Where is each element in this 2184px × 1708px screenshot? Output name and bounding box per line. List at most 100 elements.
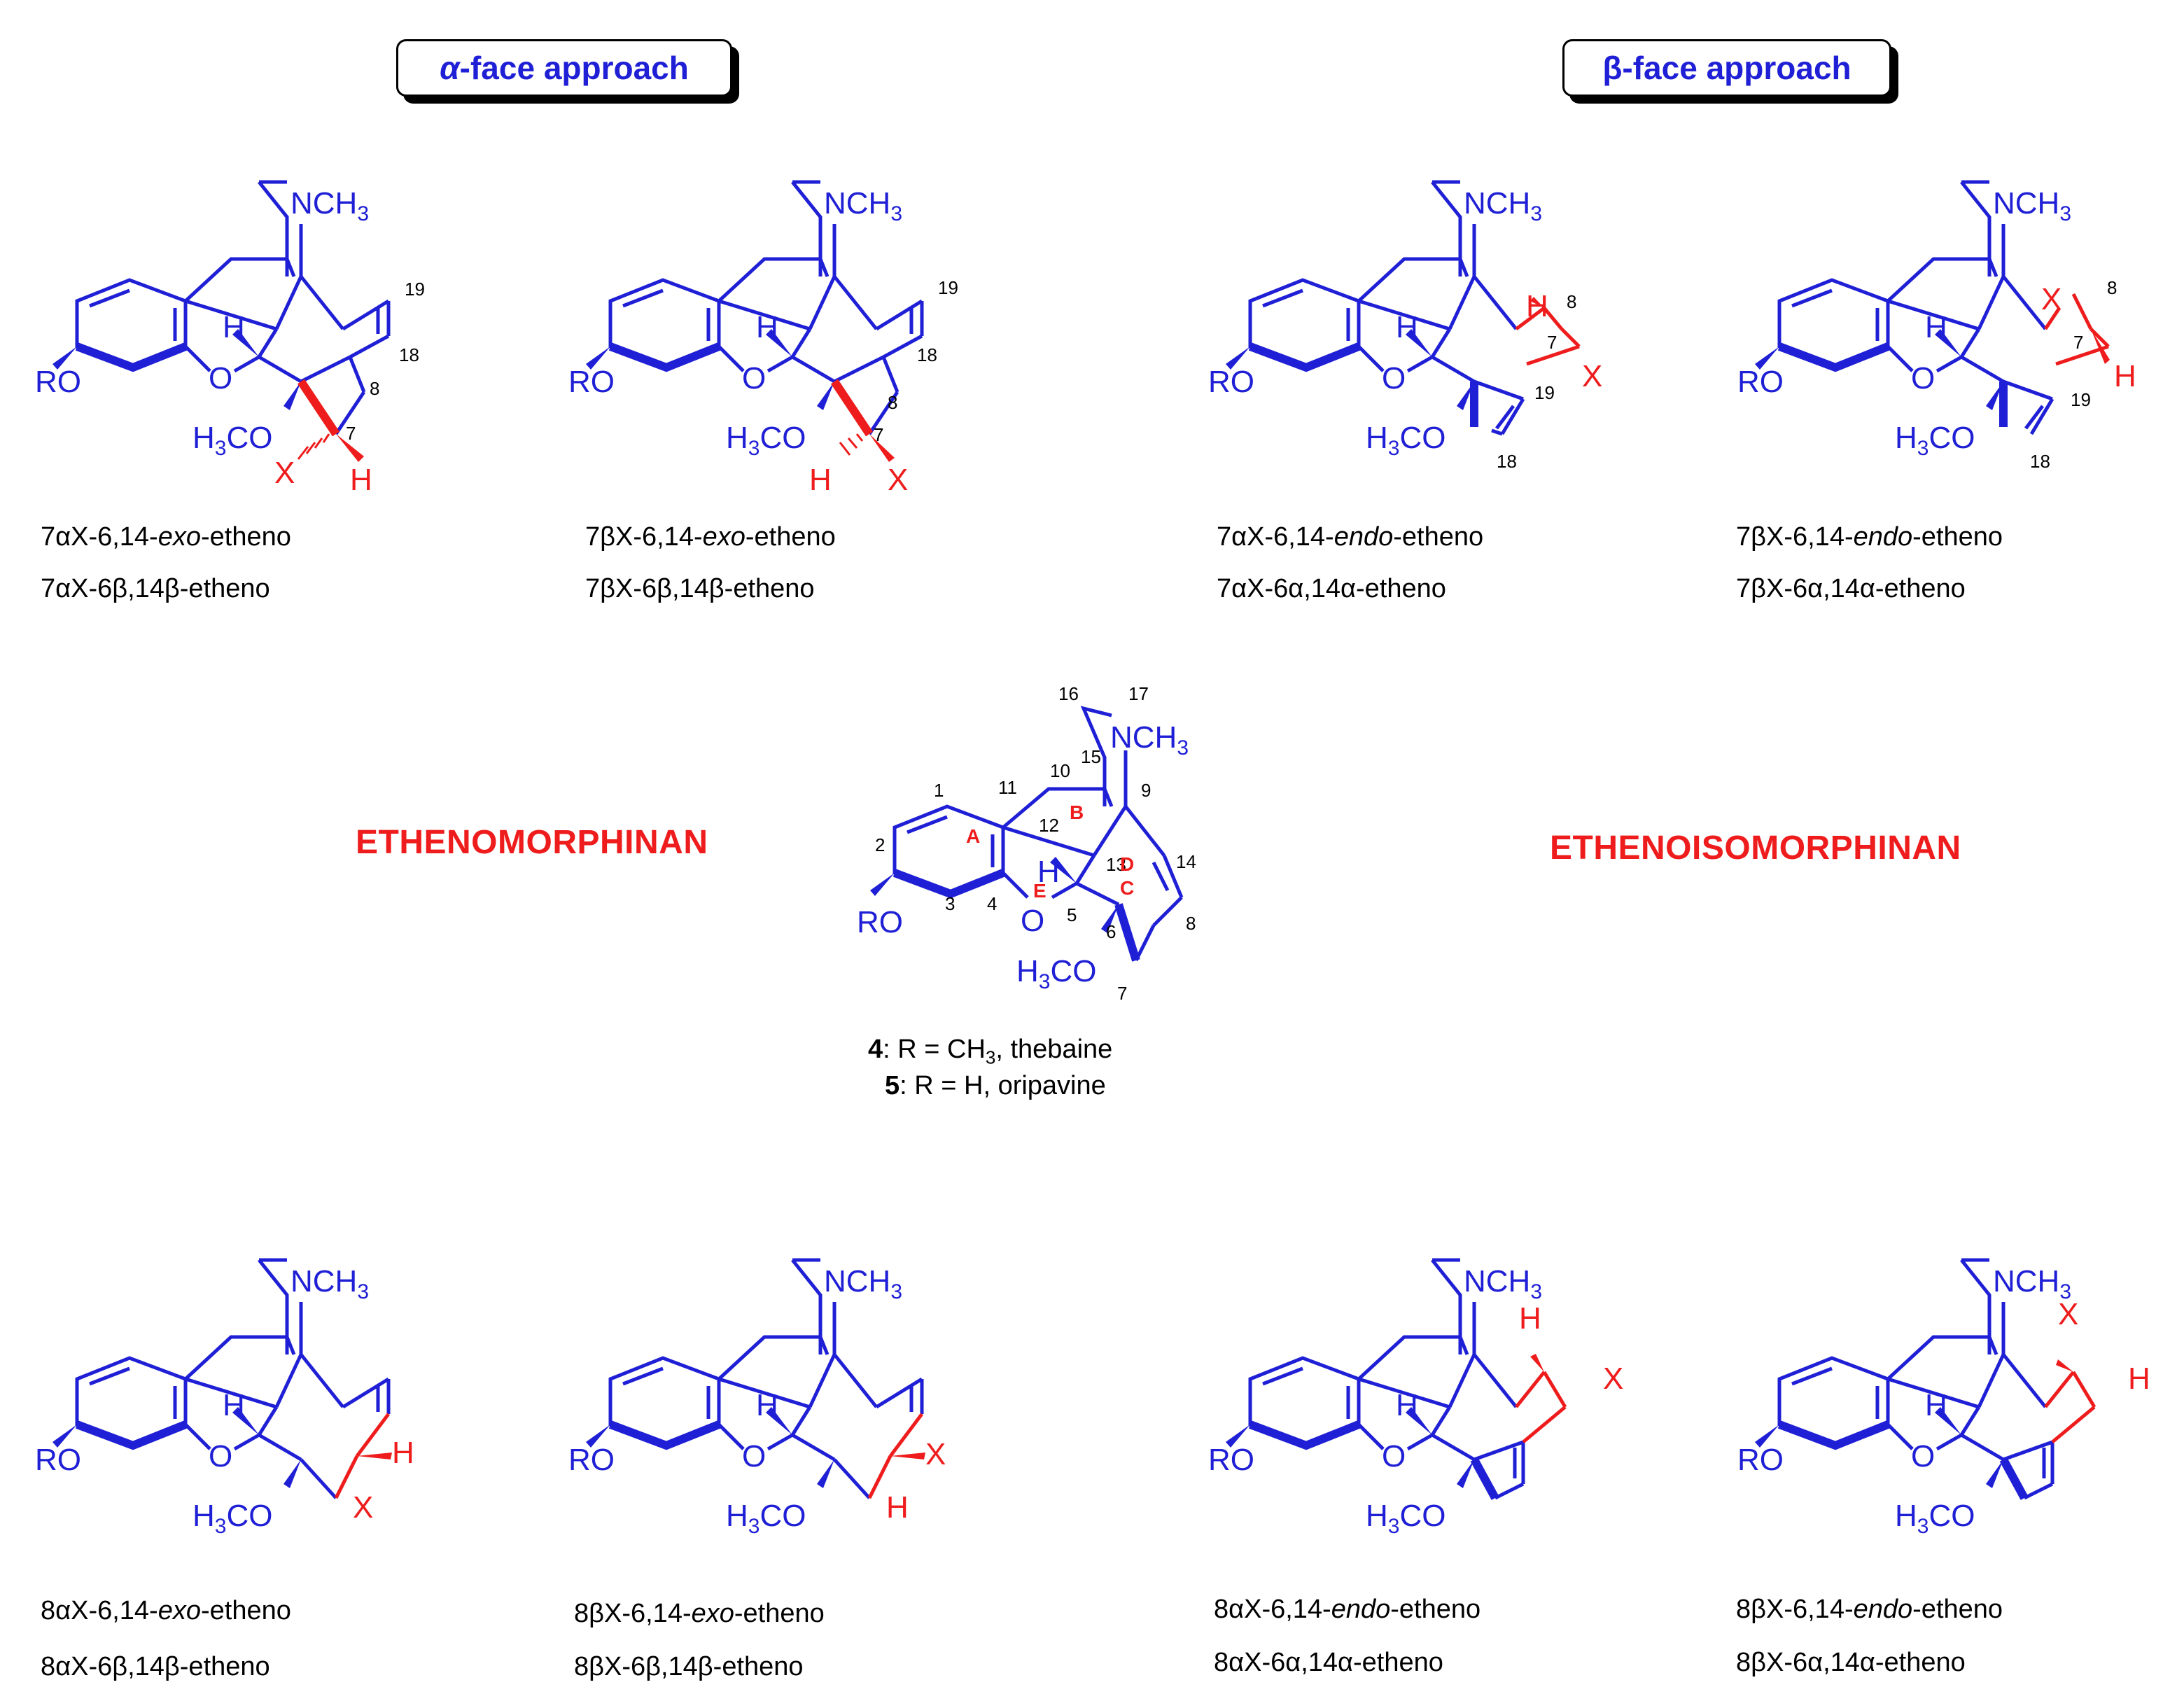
h-substituent: H bbox=[809, 463, 832, 497]
locant: 18 bbox=[2030, 451, 2050, 472]
methoxy-label: H3CO bbox=[1366, 421, 1446, 460]
structure-8alpha-endo bbox=[1226, 1258, 1567, 1500]
oxygen-label: O bbox=[1382, 361, 1406, 396]
name-7beta-6beta14beta: 7βX-6β,14β-etheno bbox=[585, 574, 815, 603]
n5b: exo bbox=[691, 1599, 734, 1628]
n6c: -etheno bbox=[1390, 1595, 1481, 1624]
h-substituent: H bbox=[1526, 289, 1548, 323]
structure-7beta-endo bbox=[1755, 180, 2110, 435]
ro-label: RO bbox=[568, 365, 615, 399]
n1a: 7βX-6,14- bbox=[585, 522, 703, 552]
locant: 7 bbox=[2073, 332, 2083, 353]
n2b: endo bbox=[1334, 522, 1394, 552]
methoxy-label: H3CO bbox=[1895, 421, 1975, 460]
beta-symbol: β bbox=[1602, 50, 1623, 86]
beta-face-approach-box: β-face approach bbox=[1562, 39, 1891, 97]
locant-6: 6 bbox=[1106, 921, 1116, 942]
x-substituent: X bbox=[2058, 1297, 2078, 1331]
oxygen-label: O bbox=[1021, 904, 1044, 938]
n5c: -etheno bbox=[734, 1599, 825, 1628]
ro-label: RO bbox=[35, 365, 81, 399]
caption-thebaine: 4: R = CH3, thebaine bbox=[868, 1036, 1112, 1067]
structure-8beta-endo bbox=[1755, 1258, 2096, 1500]
n3c: -etheno bbox=[1912, 522, 2003, 552]
alpha-symbol: α bbox=[440, 50, 460, 86]
locant-7: 7 bbox=[1117, 983, 1127, 1004]
caption-oripavine: 5: R = H, oripavine bbox=[885, 1072, 1106, 1099]
methoxy-label: H3CO bbox=[726, 1499, 806, 1538]
locant: 19 bbox=[2071, 389, 2091, 410]
n0c: -etheno bbox=[201, 522, 291, 552]
name-7beta-endo: 7βX-6,14-endo-etheno bbox=[1736, 524, 2003, 550]
thebaine-skeleton bbox=[870, 706, 1184, 962]
hydrogen-label: H bbox=[1925, 310, 1947, 344]
alpha-face-label: -face approach bbox=[459, 50, 689, 86]
name-8beta-endo: 8βX-6,14-endo-etheno bbox=[1736, 1596, 2003, 1623]
methoxy-label: H3CO bbox=[192, 421, 272, 460]
locant: 7 bbox=[346, 423, 356, 444]
methoxy-label: H3CO bbox=[192, 1499, 272, 1538]
ring-label-B: B bbox=[1070, 802, 1084, 823]
name-7alpha-endo: 7αX-6,14-endo-etheno bbox=[1217, 524, 1483, 550]
x-substituent: X bbox=[888, 463, 908, 497]
oxygen-label: O bbox=[209, 1439, 232, 1474]
name-8alpha-6beta14beta: 8αX-6β,14β-etheno bbox=[41, 1652, 270, 1681]
h-substituent: H bbox=[2128, 1362, 2150, 1396]
locant-14: 14 bbox=[1176, 851, 1196, 872]
name-8beta-6alpha14alpha: 8βX-6α,14α-etheno bbox=[1736, 1648, 1966, 1677]
locant-9: 9 bbox=[1141, 780, 1151, 801]
thebaine-subscript: 3 bbox=[985, 1046, 996, 1068]
locant: 19 bbox=[405, 279, 425, 300]
oripavine-formula: : R = H, oripavine bbox=[899, 1071, 1106, 1100]
n7b: endo bbox=[1853, 1595, 1913, 1624]
x-substituent: X bbox=[925, 1437, 946, 1471]
name-7alpha-exo: 7αX-6,14-exo-etheno bbox=[41, 524, 291, 550]
locant: 8 bbox=[2107, 277, 2117, 298]
n2a: 7αX-6,14- bbox=[1217, 522, 1334, 552]
h-substituent: H bbox=[350, 463, 372, 497]
hydrogen-label: H bbox=[1396, 1388, 1418, 1422]
locant: 19 bbox=[938, 277, 958, 298]
locant-15: 15 bbox=[1081, 746, 1101, 767]
locant: 8 bbox=[370, 378, 379, 399]
locant-12: 12 bbox=[1039, 815, 1059, 836]
locant-5: 5 bbox=[1067, 904, 1077, 925]
h-substituent: H bbox=[392, 1436, 414, 1470]
locant-10: 10 bbox=[1050, 760, 1070, 781]
n1c: -etheno bbox=[745, 522, 836, 552]
n6b: endo bbox=[1331, 1595, 1391, 1624]
hydrogen-label: H bbox=[756, 1388, 778, 1422]
oxygen-label: O bbox=[209, 361, 232, 396]
x-substituent: X bbox=[2041, 282, 2062, 316]
locant: 19 bbox=[1534, 382, 1555, 403]
locant: 8 bbox=[1567, 291, 1576, 312]
hydrogen-label: H bbox=[223, 310, 245, 344]
name-7beta-exo: 7βX-6,14-exo-etheno bbox=[585, 524, 836, 550]
n5a: 8βX-6,14- bbox=[574, 1599, 692, 1628]
h-substituent: H bbox=[2114, 359, 2136, 393]
n4c: -etheno bbox=[201, 1596, 291, 1625]
hydrogen-label: H bbox=[223, 1388, 245, 1422]
compound-number-5: 5 bbox=[885, 1071, 900, 1100]
ring-label-C: C bbox=[1120, 877, 1134, 899]
locant-11: 11 bbox=[998, 777, 1017, 798]
locant-8: 8 bbox=[1186, 913, 1196, 934]
structure-7beta-exo bbox=[586, 180, 924, 462]
n-methyl-label: NCH3 bbox=[290, 186, 369, 225]
locant: 18 bbox=[1497, 451, 1517, 472]
locant-4: 4 bbox=[987, 893, 997, 914]
n-methyl-label: NCH3 bbox=[1993, 186, 2071, 225]
alpha-face-approach-box: α-face approach bbox=[396, 39, 732, 97]
ring-label-E: E bbox=[1033, 880, 1046, 902]
hydrogen-label: H bbox=[1037, 855, 1060, 889]
oxygen-label: O bbox=[1911, 1439, 1935, 1474]
structure-8alpha-exo bbox=[52, 1258, 392, 1499]
ro-label: RO bbox=[35, 1443, 81, 1477]
locant-16: 16 bbox=[1058, 683, 1079, 704]
name-8alpha-endo: 8αX-6,14-endo-etheno bbox=[1214, 1596, 1480, 1623]
n-methyl-label: NCH3 bbox=[824, 186, 902, 225]
methoxy-label: H3CO bbox=[1895, 1499, 1975, 1538]
thebaine-formula: : R = CH bbox=[883, 1035, 986, 1064]
ro-label: RO bbox=[1208, 1443, 1254, 1477]
